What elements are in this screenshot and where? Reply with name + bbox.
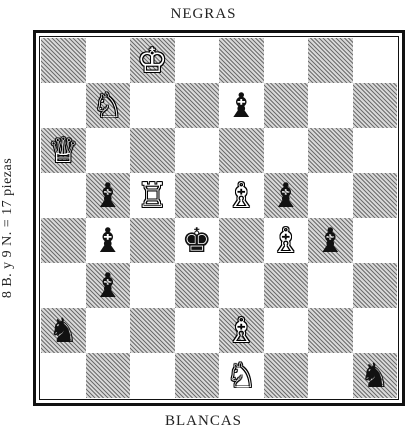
square-d3[interactable] <box>175 263 220 308</box>
black-bishop-glyph: ♝ <box>271 179 301 213</box>
square-e6[interactable] <box>219 128 264 173</box>
white-rook-icon[interactable]: ♖ <box>130 173 175 218</box>
square-a1[interactable] <box>41 353 86 398</box>
black-bishop-icon[interactable]: ♝ <box>86 263 131 308</box>
square-h5[interactable] <box>353 173 398 218</box>
black-bishop-icon[interactable]: ♝ <box>86 173 131 218</box>
square-e3[interactable] <box>219 263 264 308</box>
square-f2[interactable] <box>264 308 309 353</box>
black-bishop-icon[interactable]: ♝ <box>86 218 131 263</box>
black-bishop-icon[interactable]: ♝ <box>264 173 309 218</box>
square-d5[interactable] <box>175 173 220 218</box>
black-knight-icon[interactable]: ♞ <box>353 353 398 398</box>
square-g5[interactable] <box>308 173 353 218</box>
square-c2[interactable] <box>130 308 175 353</box>
square-d2[interactable] <box>175 308 220 353</box>
square-b8[interactable] <box>86 38 131 83</box>
white-bishop-glyph: ♗ <box>226 179 256 213</box>
square-c4[interactable] <box>130 218 175 263</box>
black-side-label: NEGRAS <box>0 6 407 23</box>
black-bishop-glyph: ♝ <box>93 179 123 213</box>
square-d8[interactable] <box>175 38 220 83</box>
square-d6[interactable] <box>175 128 220 173</box>
black-knight-glyph: ♞ <box>48 314 78 348</box>
chess-board: ♔ ♘ ♝ ♕ ♝ ♖ ♗ ♝ ♝ ♚ ♗ ♝ ♝ ♞ ♗ ♘ ♞ <box>41 38 397 398</box>
square-d7[interactable] <box>175 83 220 128</box>
black-bishop-glyph: ♝ <box>315 224 345 258</box>
square-g2[interactable] <box>308 308 353 353</box>
white-bishop-icon[interactable]: ♗ <box>219 173 264 218</box>
square-b1[interactable] <box>86 353 131 398</box>
black-knight-icon[interactable]: ♞ <box>41 308 86 353</box>
square-e4[interactable] <box>219 218 264 263</box>
white-side-label: BLANCAS <box>0 413 407 430</box>
square-h8[interactable] <box>353 38 398 83</box>
black-bishop-icon[interactable]: ♝ <box>308 218 353 263</box>
square-f1[interactable] <box>264 353 309 398</box>
white-knight-icon[interactable]: ♘ <box>86 83 131 128</box>
square-b6[interactable] <box>86 128 131 173</box>
piece-count-text: 8 B. y 9 N. = 17 piezas <box>0 158 16 298</box>
square-h7[interactable] <box>353 83 398 128</box>
square-a5[interactable] <box>41 173 86 218</box>
square-g1[interactable] <box>308 353 353 398</box>
white-knight-glyph: ♘ <box>93 89 123 123</box>
square-a4[interactable] <box>41 218 86 263</box>
square-h3[interactable] <box>353 263 398 308</box>
square-b2[interactable] <box>86 308 131 353</box>
square-a7[interactable] <box>41 83 86 128</box>
square-a8[interactable] <box>41 38 86 83</box>
black-king-icon[interactable]: ♚ <box>175 218 220 263</box>
white-knight-glyph: ♘ <box>226 359 256 393</box>
white-bishop-icon[interactable]: ♗ <box>264 218 309 263</box>
square-e8[interactable] <box>219 38 264 83</box>
white-queen-icon[interactable]: ♕ <box>41 128 86 173</box>
square-d1[interactable] <box>175 353 220 398</box>
black-knight-glyph: ♞ <box>360 359 390 393</box>
square-c7[interactable] <box>130 83 175 128</box>
square-a3[interactable] <box>41 263 86 308</box>
white-queen-glyph: ♕ <box>48 134 78 168</box>
white-king-icon[interactable]: ♔ <box>130 38 175 83</box>
square-f6[interactable] <box>264 128 309 173</box>
square-h6[interactable] <box>353 128 398 173</box>
square-f7[interactable] <box>264 83 309 128</box>
square-g7[interactable] <box>308 83 353 128</box>
black-bishop-glyph: ♝ <box>226 89 256 123</box>
square-g6[interactable] <box>308 128 353 173</box>
black-king-glyph: ♚ <box>182 224 212 258</box>
square-f8[interactable] <box>264 38 309 83</box>
white-bishop-glyph: ♗ <box>226 314 256 348</box>
white-king-glyph: ♔ <box>137 44 167 78</box>
square-f3[interactable] <box>264 263 309 308</box>
white-knight-icon[interactable]: ♘ <box>219 353 264 398</box>
black-bishop-glyph: ♝ <box>93 224 123 258</box>
square-g3[interactable] <box>308 263 353 308</box>
black-bishop-glyph: ♝ <box>93 269 123 303</box>
white-bishop-icon[interactable]: ♗ <box>219 308 264 353</box>
white-bishop-glyph: ♗ <box>271 224 301 258</box>
square-c6[interactable] <box>130 128 175 173</box>
square-h2[interactable] <box>353 308 398 353</box>
square-g8[interactable] <box>308 38 353 83</box>
square-c3[interactable] <box>130 263 175 308</box>
square-h4[interactable] <box>353 218 398 263</box>
black-bishop-icon[interactable]: ♝ <box>219 83 264 128</box>
white-rook-glyph: ♖ <box>137 179 167 213</box>
square-c1[interactable] <box>130 353 175 398</box>
